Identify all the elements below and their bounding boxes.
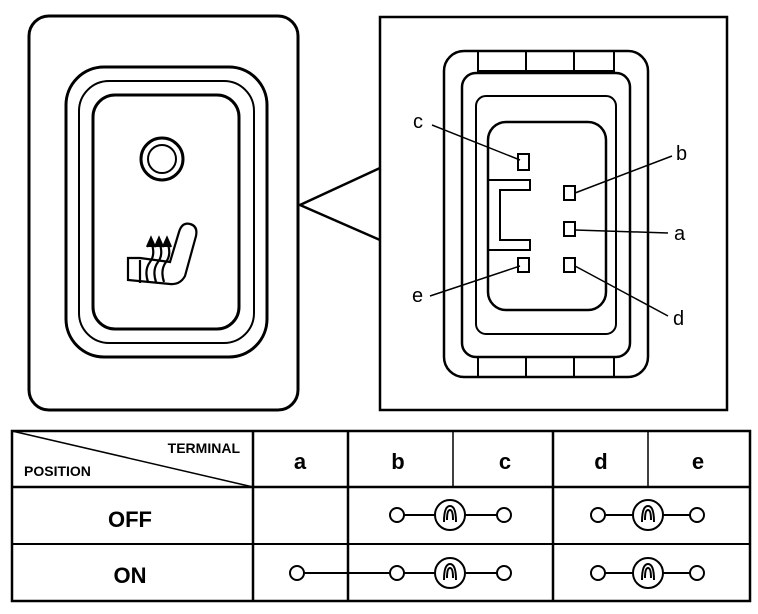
column-header-c: c	[499, 449, 511, 474]
connection-off-bc	[389, 499, 512, 531]
switch-housing-inner	[78, 80, 255, 344]
connector-housing-mid	[460, 71, 632, 359]
bulb-icon	[632, 557, 664, 589]
header-position: POSITION	[24, 463, 91, 479]
terminal-pin-a	[563, 221, 576, 237]
header-diagonal	[11, 430, 254, 488]
connector-housing-inner	[475, 95, 617, 335]
connection-table: TERMINAL POSITION a b c d e OFF ON	[10, 429, 752, 603]
bulb-icon	[434, 499, 466, 531]
bulb-icon	[434, 557, 466, 589]
terminal-pins	[517, 153, 576, 273]
terminal-label-e: e	[412, 285, 423, 307]
seat-heater-icon	[126, 222, 198, 286]
terminal-pin-c	[517, 153, 530, 171]
switch-rocker	[91, 93, 241, 331]
terminal-label-b: b	[676, 143, 687, 165]
leader-lines	[429, 124, 673, 317]
callout-pointer	[296, 166, 381, 242]
connector-key	[488, 179, 531, 251]
indicator-lamp-icon	[139, 136, 185, 182]
connection-on-abc	[289, 557, 512, 589]
connection-on-de	[590, 557, 705, 589]
column-header-a: a	[294, 449, 307, 474]
connector-view: c b a e d	[378, 15, 729, 412]
switch-bezel	[27, 14, 300, 412]
header-terminal: TERMINAL	[168, 440, 241, 456]
connector-frame	[378, 15, 729, 412]
terminal-pin-d	[563, 257, 576, 273]
terminal-pin-b	[563, 185, 576, 201]
terminal-pin-e	[517, 257, 530, 273]
connection-off-de	[590, 499, 705, 531]
terminal-label-a: a	[674, 223, 686, 245]
column-header-d: d	[594, 449, 607, 474]
connector-housing-outer	[442, 49, 650, 379]
switch-front-view	[27, 14, 300, 412]
terminal-label-d: d	[673, 308, 684, 330]
connector-latches	[477, 50, 615, 378]
terminal-labels: c b a e d	[412, 111, 687, 330]
row-label-on: ON	[114, 563, 147, 588]
column-header-e: e	[692, 449, 704, 474]
column-header-b: b	[391, 449, 404, 474]
row-label-off: OFF	[108, 507, 152, 532]
bulb-icon	[632, 499, 664, 531]
terminal-label-c: c	[413, 111, 423, 133]
switch-housing-outer	[64, 65, 269, 359]
connector-cavity	[486, 120, 608, 312]
